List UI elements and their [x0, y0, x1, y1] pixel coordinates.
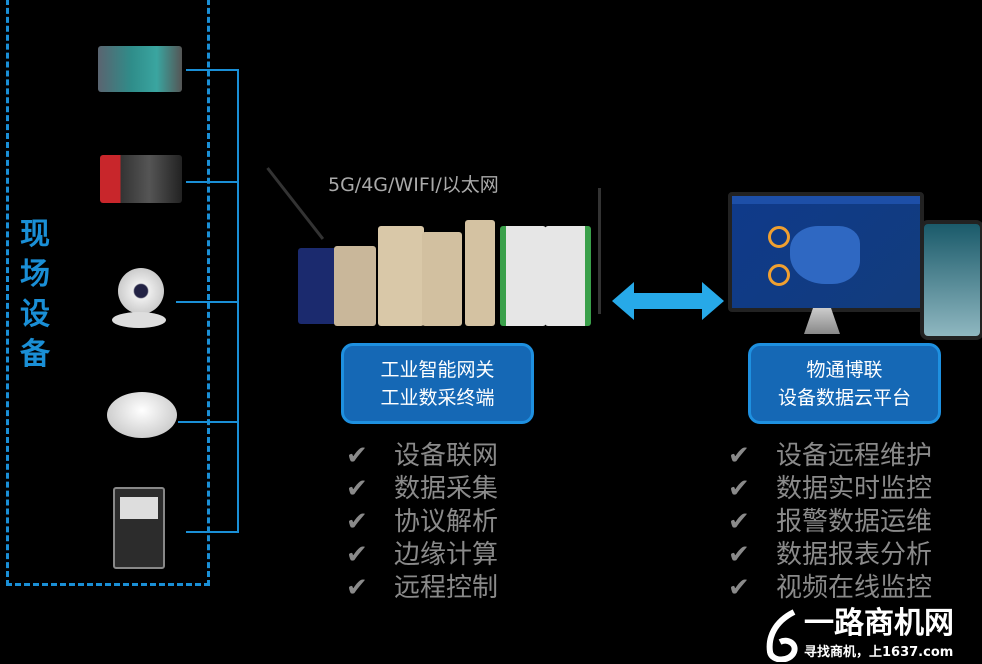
connector — [178, 421, 238, 423]
gauge — [768, 264, 790, 286]
feature-text: 协议解析 — [394, 507, 499, 537]
cloud-box: 物通博联 设备数据云平台 — [748, 343, 941, 424]
list-item: ✔ 数据实时监控 — [728, 473, 932, 506]
check-icon: ✔ — [346, 441, 368, 471]
feature-text: 报警数据运维 — [776, 507, 933, 537]
check-icon: ✔ — [728, 474, 750, 504]
feature-text: 数据采集 — [394, 474, 499, 504]
monitor-dashboard — [728, 192, 924, 312]
list-item: ✔ 边缘计算 — [346, 539, 498, 572]
connector — [176, 301, 238, 303]
gateway-box: 工业智能网关 工业数采终端 — [341, 343, 534, 424]
bidirectional-arrow-icon — [612, 282, 724, 320]
field-devices-label: 现场设备 — [20, 217, 50, 372]
phone-login-screen — [920, 220, 982, 340]
connector — [186, 181, 238, 183]
check-icon: ✔ — [728, 441, 750, 471]
watermark-title: 一路商机网 — [804, 606, 954, 641]
gateway-device — [422, 232, 462, 326]
webcam-stand — [112, 312, 166, 328]
feature-text: 远程控制 — [394, 573, 499, 603]
feature-text: 视频在线监控 — [776, 573, 933, 603]
plc-controller-device — [100, 155, 182, 203]
feature-text: 设备远程维护 — [776, 441, 933, 471]
field-devices-frame — [6, 0, 210, 586]
electric-meter-device — [113, 487, 165, 569]
smoke-detector-device — [107, 392, 177, 438]
cloud-box-line2: 设备数据云平台 — [777, 386, 911, 409]
cloud-box-line1: 物通博联 — [806, 358, 883, 381]
watermark-logo — [766, 609, 798, 662]
feature-text: 设备联网 — [394, 441, 499, 471]
list-item: ✔ 数据报表分析 — [728, 539, 932, 572]
webcam-device — [118, 268, 164, 314]
check-icon: ✔ — [728, 573, 750, 603]
list-item: ✔ 报警数据运维 — [728, 506, 932, 539]
list-item: ✔ 设备远程维护 — [728, 440, 932, 473]
watermark-subtitle: 寻找商机，上1637.com — [804, 645, 954, 660]
gateway-device — [378, 226, 424, 326]
check-icon: ✔ — [728, 507, 750, 537]
connector — [186, 69, 238, 71]
connector — [186, 531, 238, 533]
gateway-device — [334, 246, 376, 326]
feature-text: 边缘计算 — [394, 540, 499, 570]
gateway-feature-list: ✔ 设备联网 ✔ 数据采集 ✔ 协议解析 ✔ 边缘计算 ✔ 远程控制 — [346, 440, 498, 605]
list-item: ✔ 视频在线监控 — [728, 572, 932, 605]
gateway-device — [500, 226, 546, 326]
gateway-box-line1: 工业智能网关 — [380, 358, 495, 381]
check-icon: ✔ — [728, 540, 750, 570]
antenna — [266, 167, 325, 240]
check-icon: ✔ — [346, 507, 368, 537]
gauge — [768, 226, 790, 248]
plc-rack-device — [98, 46, 182, 92]
check-icon: ✔ — [346, 540, 368, 570]
list-item: ✔ 远程控制 — [346, 572, 498, 605]
check-icon: ✔ — [346, 573, 368, 603]
gateway-device — [545, 226, 591, 326]
china-map — [790, 226, 860, 284]
cloud-feature-list: ✔ 设备远程维护 ✔ 数据实时监控 ✔ 报警数据运维 ✔ 数据报表分析 ✔ 视频在线监控 — [728, 440, 932, 605]
list-item: ✔ 设备联网 — [346, 440, 498, 473]
network-label: 5G/4G/WIFI/以太网 — [328, 174, 499, 196]
gateway-device — [465, 220, 495, 326]
list-item: ✔ 数据采集 — [346, 473, 498, 506]
antenna — [598, 188, 601, 314]
bus-line — [237, 69, 239, 533]
list-item: ✔ 协议解析 — [346, 506, 498, 539]
check-icon: ✔ — [346, 474, 368, 504]
feature-text: 数据实时监控 — [776, 474, 933, 504]
feature-text: 数据报表分析 — [776, 540, 933, 570]
gateway-box-line2: 工业数采终端 — [380, 386, 495, 409]
